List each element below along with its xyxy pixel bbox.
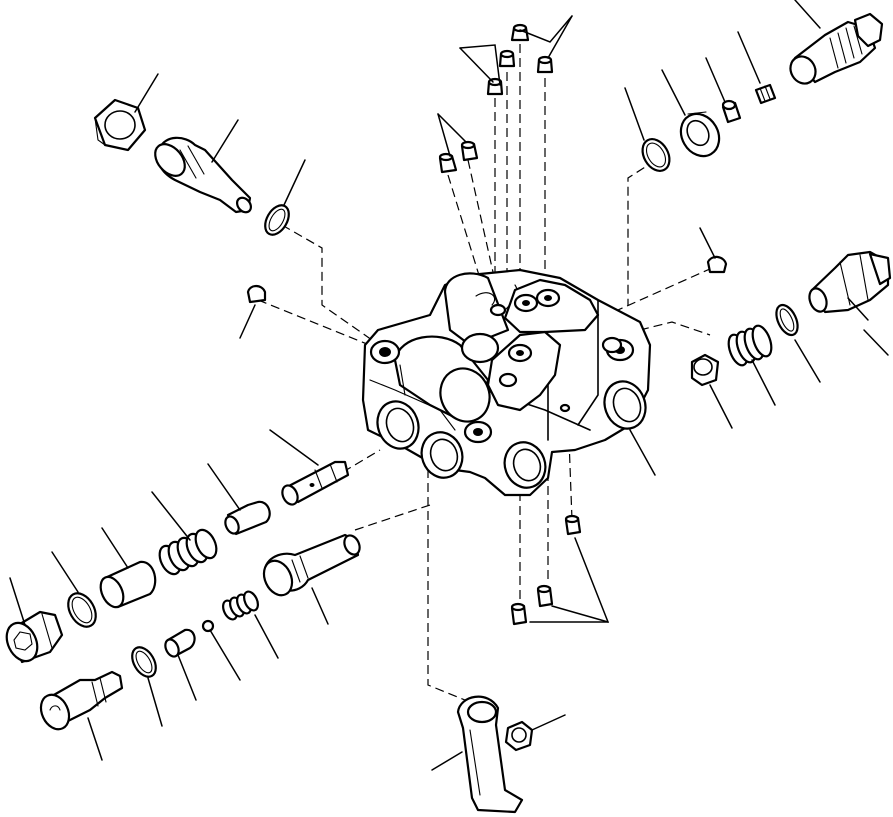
spring-pin xyxy=(721,83,777,124)
set-screw-pair xyxy=(438,140,479,174)
elbow-fitting xyxy=(789,12,884,85)
small-spring-cluster xyxy=(164,590,259,658)
valve-cap xyxy=(690,353,720,387)
bushing xyxy=(504,720,534,752)
spring xyxy=(158,528,218,576)
plug xyxy=(808,250,892,314)
o-ring xyxy=(67,138,799,678)
hex-nut xyxy=(93,98,147,152)
piston xyxy=(224,500,271,536)
seal-ring xyxy=(679,111,721,158)
housing xyxy=(361,268,652,497)
leader-lines xyxy=(9,0,889,771)
plug-screw xyxy=(5,610,64,664)
valve-cap xyxy=(99,560,157,609)
lever xyxy=(456,695,524,814)
plunger xyxy=(281,460,350,506)
orifice-screw xyxy=(39,670,124,731)
spring xyxy=(727,324,773,367)
spool-valve xyxy=(262,533,361,597)
valve-stem xyxy=(154,136,252,214)
plug-dots xyxy=(246,255,728,626)
